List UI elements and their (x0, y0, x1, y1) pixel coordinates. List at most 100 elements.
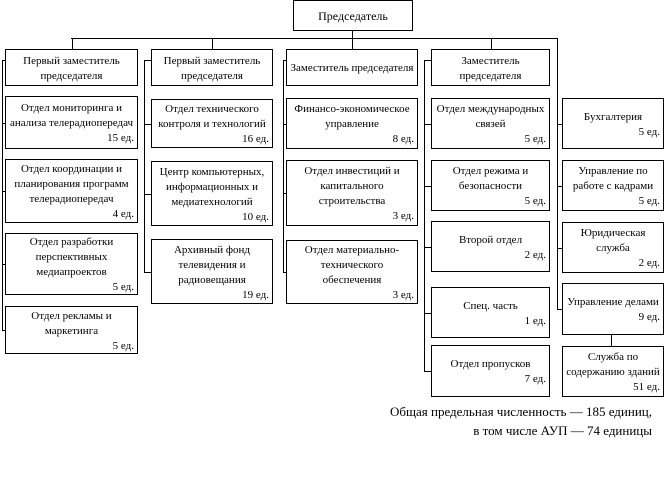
department-name: Бухгалтерия (583, 110, 643, 123)
department-box: Отдел материально- технического обеспече… (286, 240, 418, 304)
connector-line (424, 186, 431, 187)
department-staff-count: 5 ед. (524, 133, 546, 145)
department-staff-count: 3 ед. (392, 289, 414, 301)
department-name: Отдел технического контроля и технологий (158, 103, 266, 130)
chairman-label: Председатель (318, 9, 388, 23)
connector-line (2, 191, 5, 192)
department-box: Отдел мониторинга и анализа телерадиопер… (5, 96, 138, 149)
department-box: Отдел режима и безопасности 5 ед. (431, 160, 550, 211)
department-staff-count: 5 ед. (112, 281, 134, 293)
connector-line (144, 124, 151, 125)
connector-line (557, 248, 562, 249)
connector-line (352, 38, 353, 49)
deputy-title: Заместитель председателя (290, 62, 414, 74)
connector-line (424, 247, 431, 248)
department-name: Отдел координации и планирования програм… (14, 163, 129, 205)
department-name: Центр компьютерных, информационных и мед… (159, 165, 265, 208)
connector-line (424, 60, 431, 61)
connector-line (557, 124, 562, 125)
department-name: Отдел пропусков (450, 358, 531, 370)
department-staff-count: 1 ед. (524, 314, 546, 327)
department-staff-count: 10 ед. (242, 210, 269, 223)
deputy-box: Заместитель председателя (431, 49, 550, 86)
deputy-box: Первый заместитель председателя (5, 49, 138, 86)
department-name: Отдел разработки перспективных медиапрое… (29, 236, 114, 278)
connector-line (283, 60, 284, 273)
department-box: Центр компьютерных, информационных и мед… (151, 161, 273, 226)
department-name: Отдел режима и безопасности (452, 165, 529, 192)
department-box: Юридическая служба 2 ед. (562, 222, 664, 273)
connector-line (557, 38, 558, 310)
department-staff-count: 5 ед. (524, 195, 546, 207)
department-staff-count: 16 ед. (242, 133, 269, 145)
connector-line (2, 60, 3, 331)
department-name: Управление по работе с кадрами (572, 165, 654, 192)
department-name: Юридическая служба (580, 227, 646, 254)
department-staff-count: 8 ед. (392, 133, 414, 145)
department-staff-count: 15 ед. (107, 132, 134, 144)
connector-line (71, 38, 558, 39)
footer-total: Общая предельная численность — 185 едини… (389, 404, 652, 419)
connector-line (2, 60, 5, 61)
connector-line (611, 335, 612, 346)
department-name: Второй отдел (458, 233, 523, 246)
connector-line (283, 124, 286, 125)
connector-line (283, 272, 286, 273)
department-name: Служба по содержанию зданий (566, 351, 660, 378)
department-box: Спец. часть 1 ед. (431, 287, 550, 338)
department-staff-count: 2 ед. (524, 248, 546, 261)
connector-line (2, 330, 5, 331)
department-box: Управление по работе с кадрами 5 ед. (562, 160, 664, 211)
department-name: Спец. часть (463, 299, 518, 312)
connector-line (2, 264, 5, 265)
department-box: Отдел международных связей 5 ед. (431, 98, 550, 149)
connector-line (491, 38, 492, 49)
department-staff-count: 7 ед. (524, 373, 546, 385)
department-box: Отдел инвестиций и капитального строител… (286, 160, 418, 226)
department-box: Отдел пропусков 7 ед. (431, 345, 550, 397)
connector-line (72, 38, 73, 49)
department-staff-count: 51 ед. (633, 381, 660, 393)
connector-line (144, 272, 151, 273)
deputy-title: Первый заместитель председателя (23, 54, 120, 82)
department-name: Архивный фонд телевидения и радиовещания (173, 243, 251, 286)
deputy-box: Первый заместитель председателя (151, 49, 273, 86)
department-box: Архивный фонд телевидения и радиовещания… (151, 239, 273, 304)
connector-line (424, 60, 425, 372)
department-staff-count: 5 ед. (638, 125, 660, 138)
department-name: Отдел международных связей (436, 103, 545, 130)
department-name: Отдел инвестиций и капитального строител… (304, 165, 400, 207)
connector-line (424, 313, 431, 314)
connector-line (557, 309, 562, 310)
department-box: Бухгалтерия 5 ед. (562, 98, 664, 149)
connector-line (2, 123, 5, 124)
connector-line (352, 31, 353, 38)
department-staff-count: 9 ед. (638, 311, 660, 323)
chairman-box: Председатель (293, 0, 413, 31)
department-name: Отдел рекламы и маркетинга (31, 309, 112, 337)
connector-line (557, 186, 562, 187)
department-box: Управление делами 9 ед. (562, 283, 664, 335)
connector-line (424, 124, 431, 125)
deputy-title: Заместитель председателя (459, 54, 522, 82)
department-staff-count: 2 ед. (638, 257, 660, 269)
connector-line (144, 194, 151, 195)
connector-line (283, 193, 286, 194)
department-box: Отдел координации и планирования програм… (5, 159, 138, 223)
department-box: Служба по содержанию зданий 51 ед. (562, 346, 664, 397)
department-name: Управление делами (567, 296, 659, 308)
department-staff-count: 19 ед. (242, 288, 269, 301)
connector-line (144, 60, 145, 273)
department-box: Отдел разработки перспективных медиапрое… (5, 233, 138, 295)
connector-line (283, 60, 286, 61)
department-name: Отдел материально- технического обеспече… (304, 244, 400, 286)
connector-line (144, 60, 151, 61)
department-staff-count: 5 ед. (112, 339, 134, 352)
department-staff-count: 5 ед. (638, 195, 660, 207)
department-staff-count: 3 ед. (392, 210, 414, 222)
connector-line (212, 38, 213, 49)
department-staff-count: 4 ед. (112, 208, 134, 220)
